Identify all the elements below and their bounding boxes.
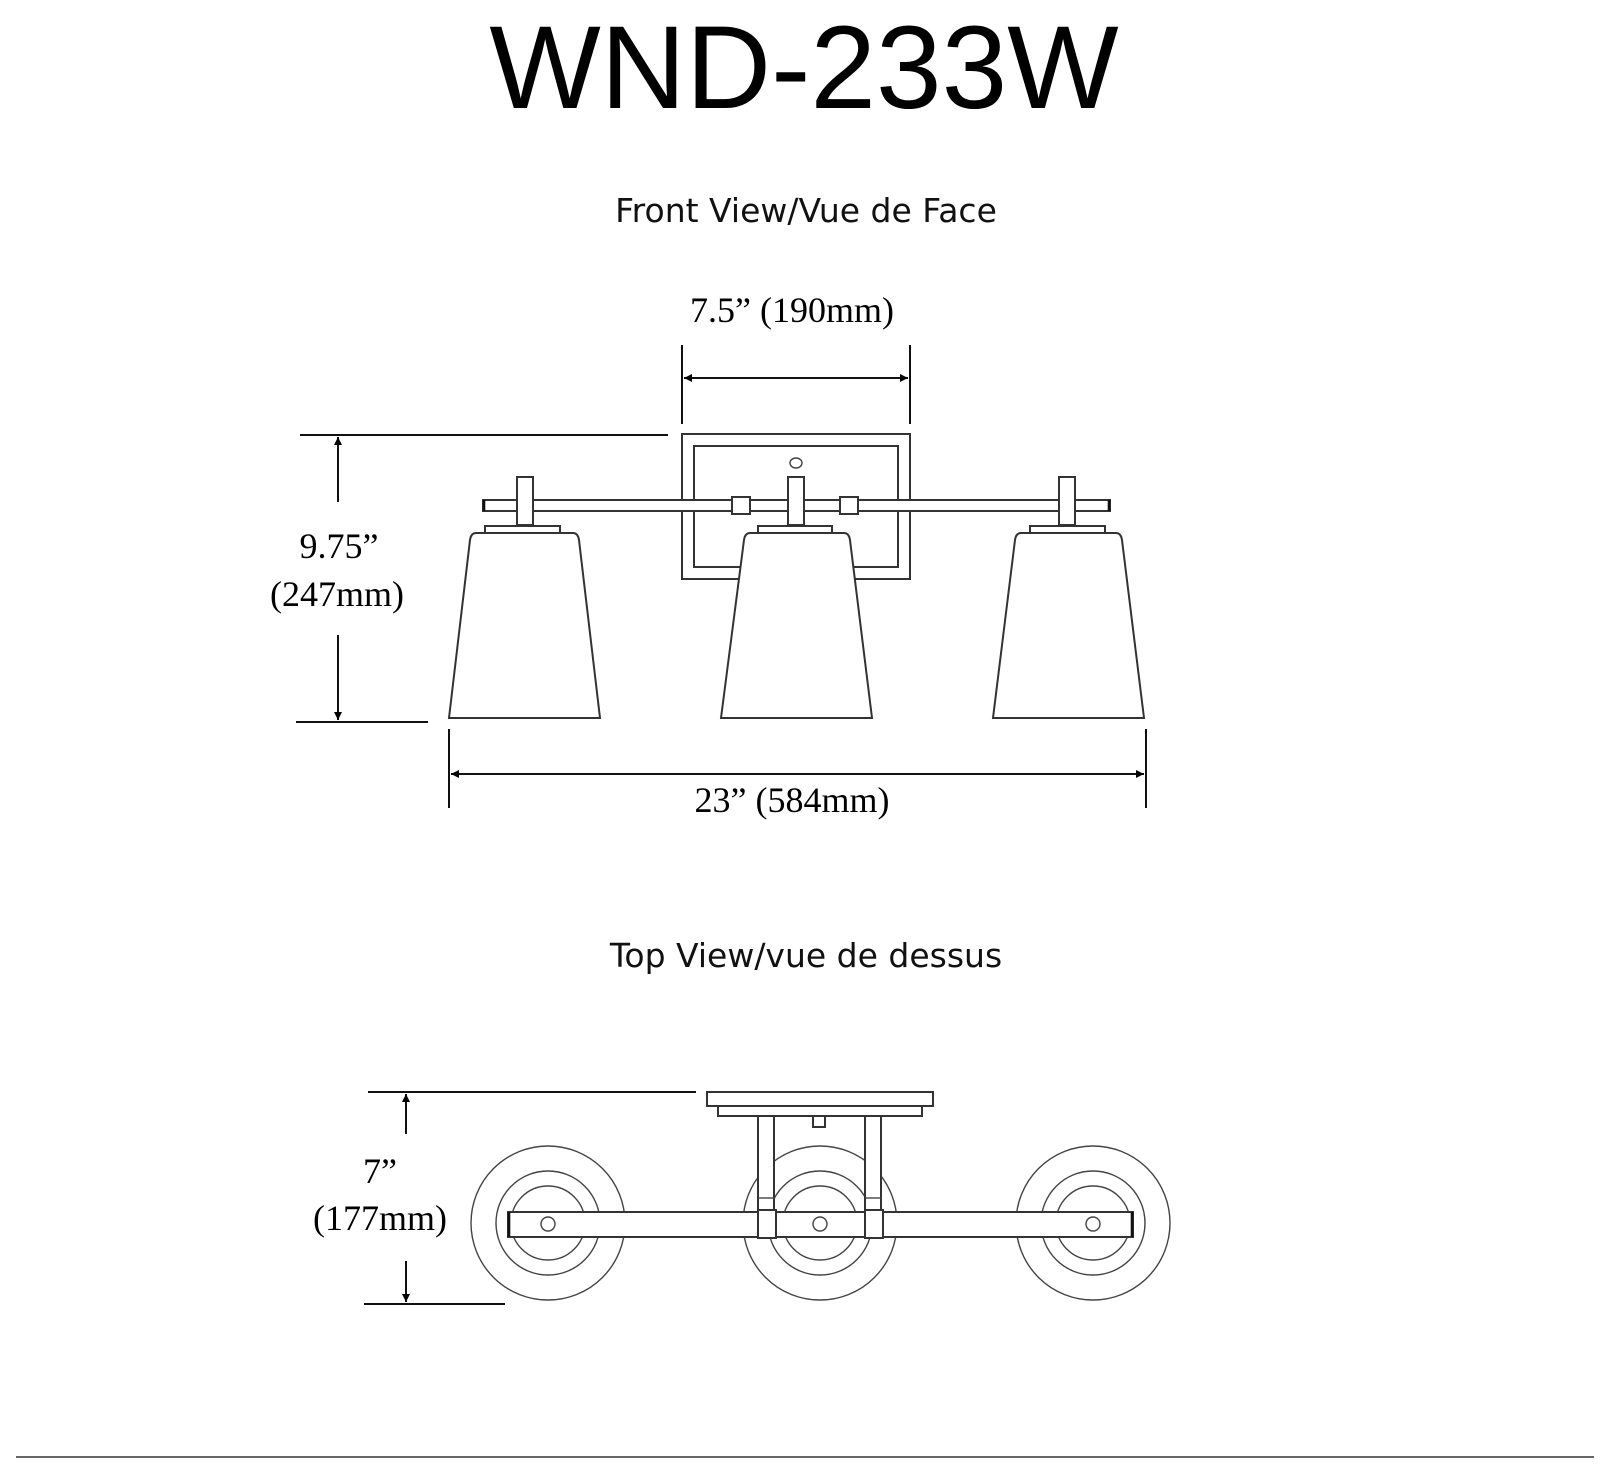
depth-dimension: 7” (177mm): [313, 1091, 696, 1305]
shade-right: [991, 476, 1146, 719]
shade-center: [719, 476, 874, 719]
overall-width-dimension: 23” (584mm): [448, 729, 1147, 820]
support-arms: [757, 1115, 882, 1214]
front-view-drawing: 7.5” (190mm) 9.75” (247mm): [270, 290, 1147, 820]
model-number-title: WND-233W: [489, 2, 1118, 134]
shade-left: [447, 476, 602, 719]
top-view-label: Top View/vue de dessus: [609, 936, 1002, 975]
height-mm-label: (247mm): [270, 574, 404, 614]
overall-width-label: 23” (584mm): [695, 780, 890, 820]
backplate-width-dimension: 7.5” (190mm): [681, 290, 911, 424]
depth-inches-label: 7”: [363, 1151, 397, 1191]
height-inches-label: 9.75”: [300, 526, 379, 566]
depth-mm-label: (177mm): [313, 1198, 447, 1238]
cross-arm-top: [507, 1209, 1134, 1239]
top-view-drawing: 7” (177mm): [313, 1091, 1171, 1305]
backplate-top: [706, 1091, 934, 1128]
backplate-width-label: 7.5” (190mm): [690, 290, 894, 330]
height-dimension: 9.75” (247mm): [270, 434, 668, 723]
front-view-label: Front View/Vue de Face: [615, 191, 997, 230]
